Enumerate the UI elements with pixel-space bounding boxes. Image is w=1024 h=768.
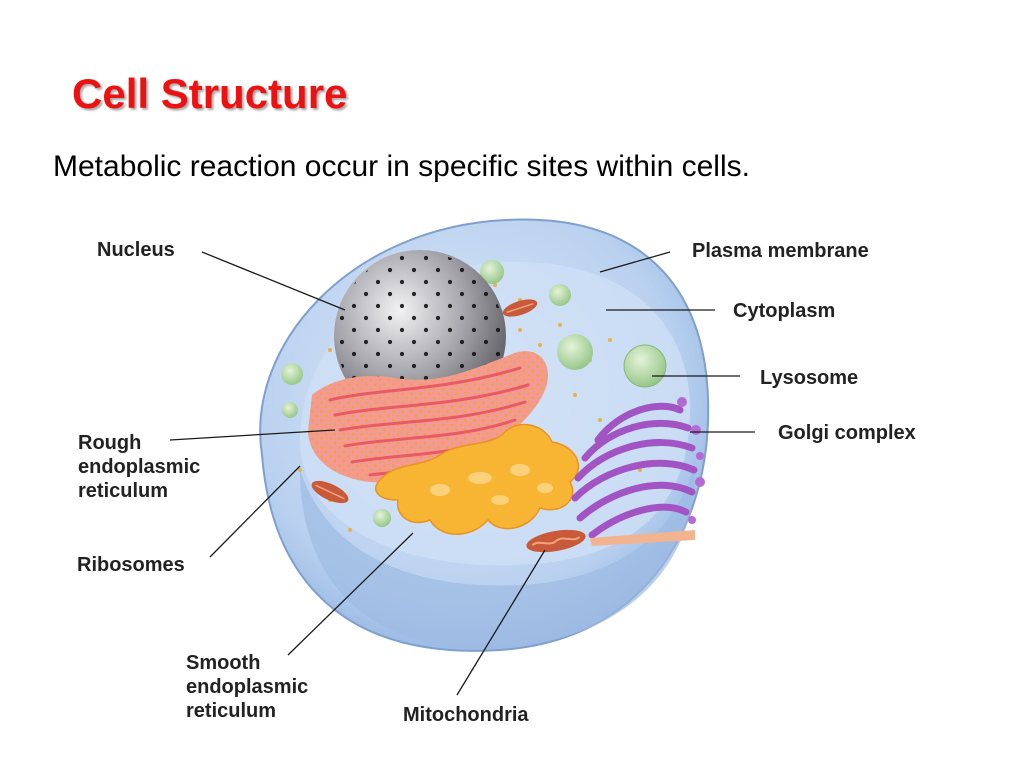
label-rough-er-line-2: endoplasmic	[78, 456, 200, 478]
golgi-shape	[571, 402, 698, 539]
vesicles	[281, 260, 593, 527]
slide-subtitle: Metabolic reaction occur in specific sit…	[53, 150, 750, 183]
membrane-projection	[590, 530, 695, 546]
cell-rim	[300, 460, 696, 649]
mitochondria-shapes	[311, 299, 586, 553]
smooth-er-shape	[375, 423, 580, 535]
label-rough-er-line-3: reticulum	[78, 480, 168, 502]
label-rough-er-line-1: Rough	[78, 432, 141, 454]
label-nucleus: Nucleus	[97, 239, 175, 261]
label-smooth-er-line-1: Smooth	[186, 652, 260, 674]
slide-title: Cell Structure	[72, 70, 348, 117]
label-smooth-er-line-2: endoplasmic	[186, 676, 308, 698]
label-golgi-complex: Golgi complex	[778, 422, 916, 444]
free-ribosomes	[298, 283, 642, 532]
leader-lines	[169, 251, 755, 696]
label-ribosomes: Ribosomes	[77, 554, 185, 576]
label-smooth-er-line-3: reticulum	[186, 700, 276, 722]
lysosome-shape	[623, 344, 667, 388]
label-plasma-membrane: Plasma membrane	[692, 240, 869, 262]
label-cytoplasm: Cytoplasm	[733, 300, 835, 322]
label-mitochondria: Mitochondria	[403, 704, 529, 726]
golgi-vesicles	[677, 397, 705, 524]
label-lysosome: Lysosome	[760, 367, 858, 389]
